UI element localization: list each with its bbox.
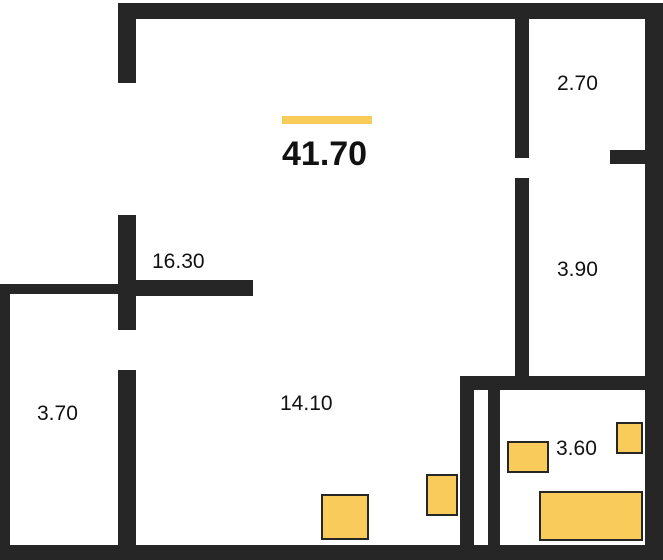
balcony-area: 3.70 <box>37 402 78 425</box>
storage-area: 2.70 <box>557 72 598 95</box>
bathroom-area: 3.60 <box>556 437 597 460</box>
kitchen-area: 14.10 <box>280 392 333 415</box>
hall-area: 3.90 <box>557 258 598 281</box>
total-area: 41.70 <box>282 135 368 173</box>
room-area: 16.30 <box>152 250 205 273</box>
